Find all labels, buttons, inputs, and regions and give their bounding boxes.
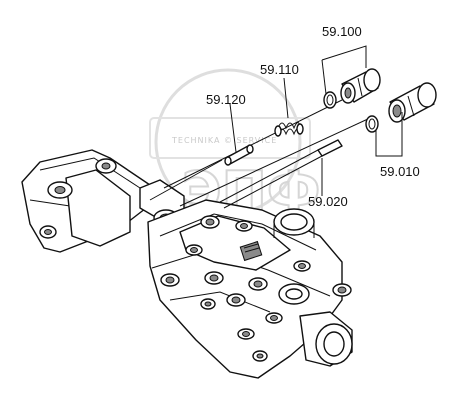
bolt-bosses	[160, 215, 352, 362]
part-59-120-pin	[224, 144, 254, 166]
part-59-100-plug	[323, 68, 381, 109]
leader-lines	[229, 45, 403, 196]
part-59-020-rod	[219, 139, 343, 209]
part-59-010-plug	[365, 82, 437, 133]
valve-housing	[21, 149, 353, 379]
part-59-110-spring	[274, 122, 304, 137]
label-59-100: 59.100	[322, 24, 362, 39]
watermark-ring-text: TECHNIKA © SERVICE	[171, 136, 277, 145]
part-labels: 59.100 59.110 59.120 59.010 59.020	[206, 24, 420, 209]
label-59-010: 59.010	[380, 164, 420, 179]
assembly-axis-lines	[149, 99, 371, 207]
label-59-020: 59.020	[308, 194, 348, 209]
label-59-110: 59.110	[260, 62, 299, 77]
label-59-120: 59.120	[206, 92, 246, 107]
